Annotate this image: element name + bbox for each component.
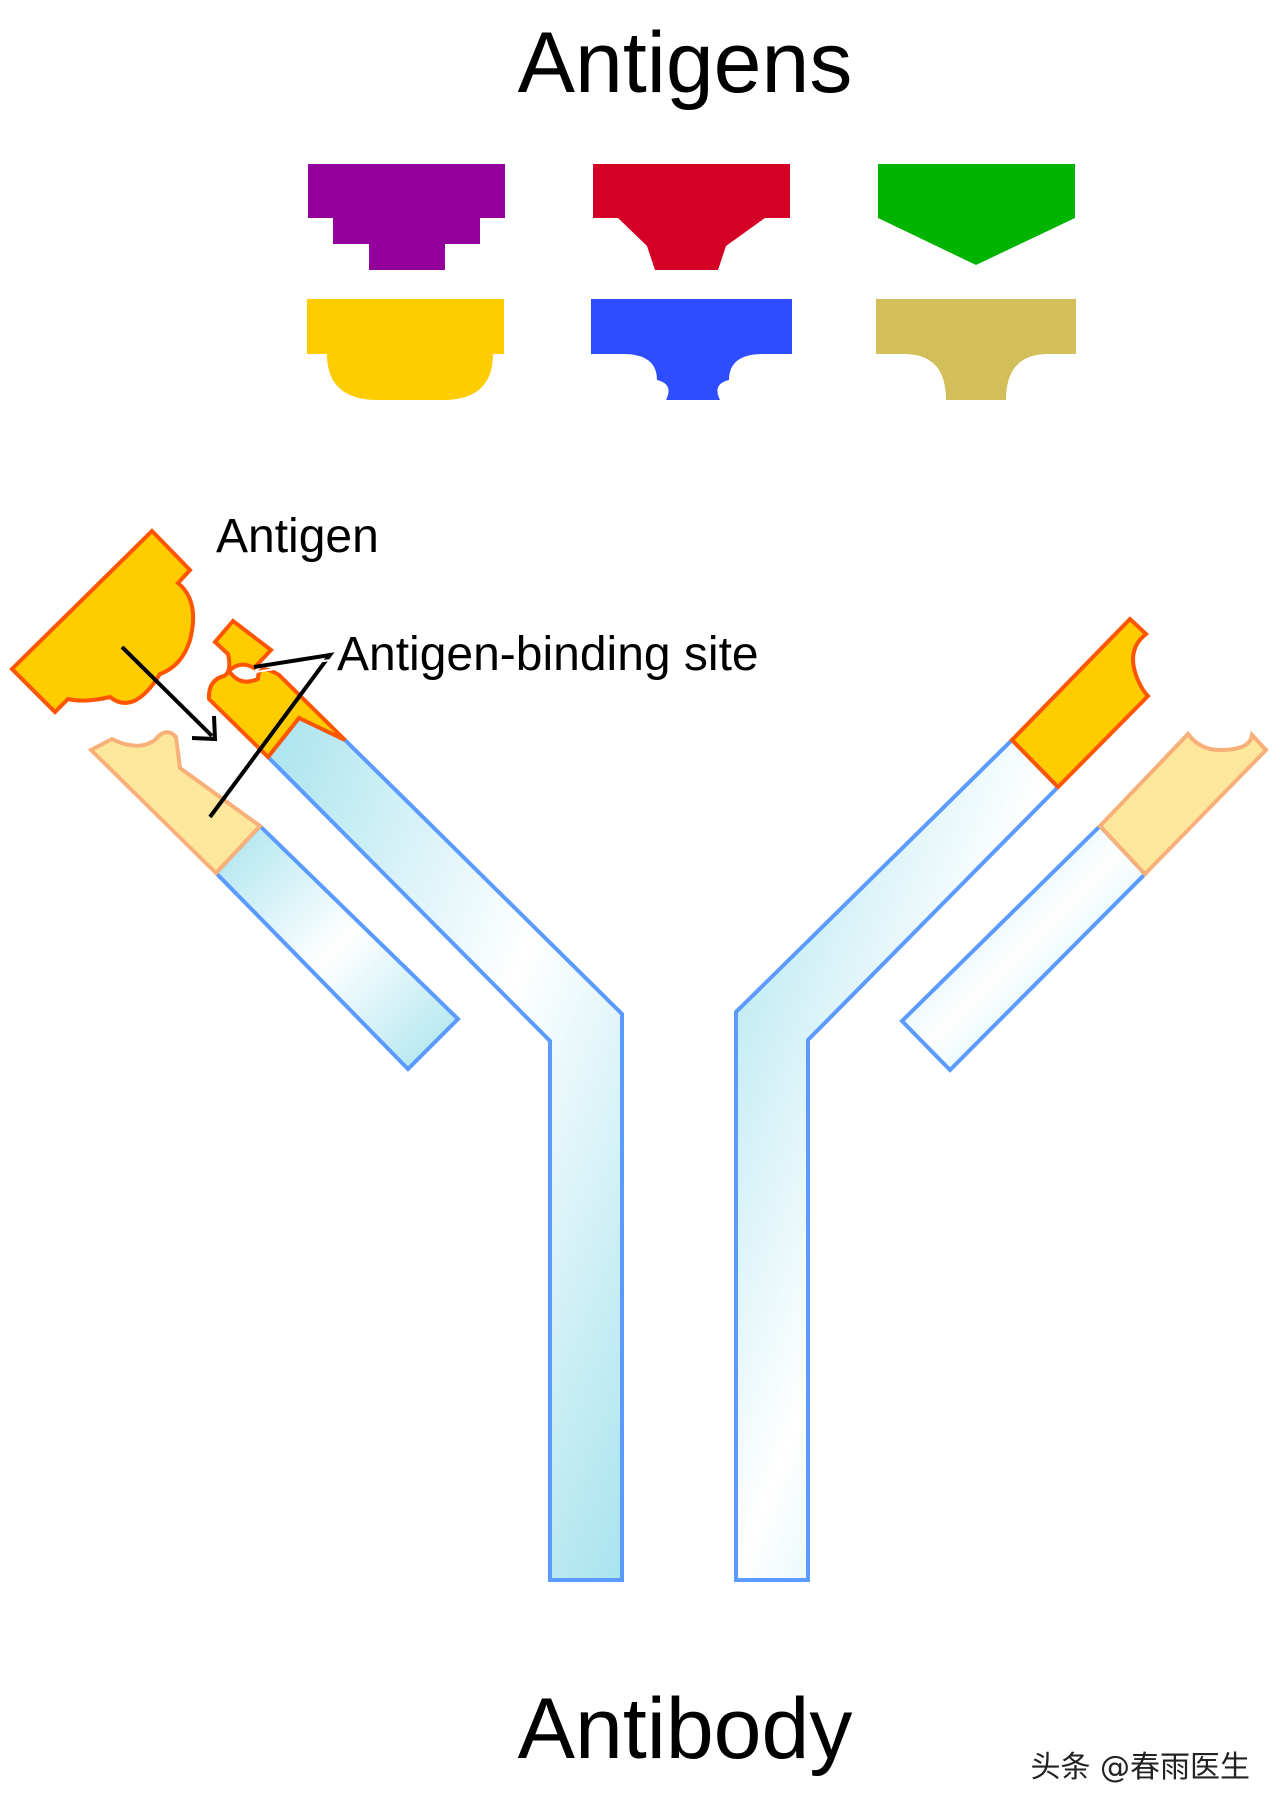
antigen-binding-site-label: Antigen-binding site — [337, 628, 759, 681]
red-antigen — [593, 164, 790, 270]
antibody-title: Antibody — [517, 1681, 853, 1777]
blue-antigen — [591, 299, 792, 400]
right-heavy-chain — [734, 737, 1061, 1582]
antigens-title: Antigens — [517, 15, 853, 111]
right-heavy-binding-tip — [1009, 616, 1151, 790]
yellow-antigen — [307, 299, 504, 400]
binding-arrow — [120, 645, 214, 738]
right-light-binding-tip — [1097, 730, 1269, 877]
purple-antigen — [308, 164, 505, 270]
free-antigen — [9, 528, 196, 715]
binding-site-leader-outline — [255, 659, 331, 673]
watermark: 头条 @春雨医生 — [1030, 1750, 1250, 1785]
left-heavy-chain — [265, 715, 624, 1582]
arrowhead — [191, 715, 218, 742]
antigen-label: Antigen — [216, 510, 379, 563]
green-antigen — [878, 164, 1075, 265]
khaki-antigen — [876, 299, 1076, 400]
binding-site-leader — [208, 652, 335, 819]
left-light-binding-tip — [87, 730, 264, 876]
